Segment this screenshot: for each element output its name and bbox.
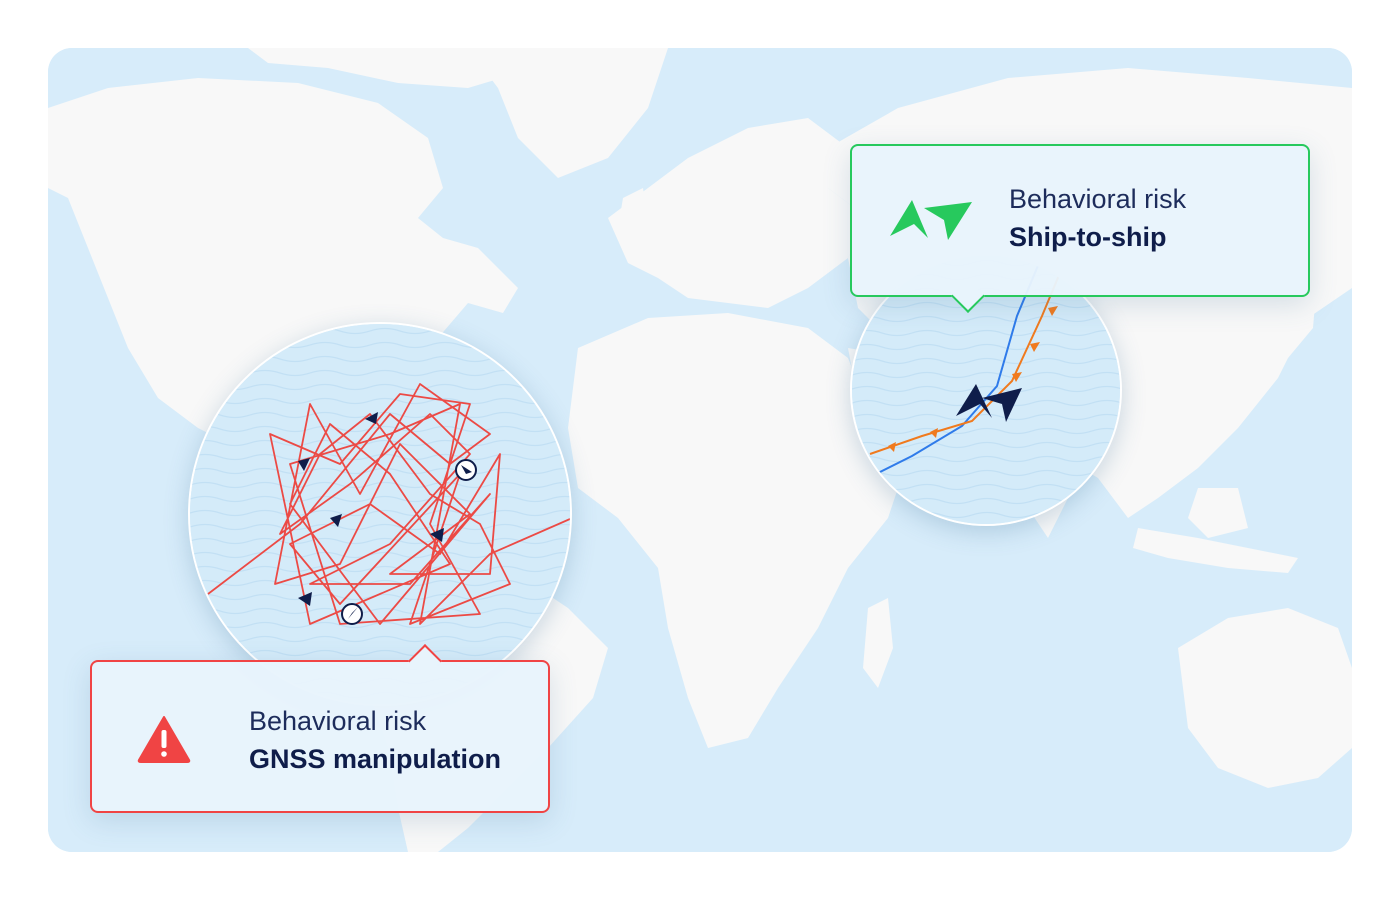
callout-title: Ship-to-ship	[1009, 222, 1167, 252]
land-arctic-islands	[248, 48, 518, 88]
land-australia	[1178, 608, 1352, 788]
vessel-b-direction-arrows	[888, 306, 1058, 452]
vessel-a-icon	[956, 384, 992, 418]
direction-arrow-icon	[930, 428, 938, 438]
direction-arrow-icon	[1048, 306, 1058, 316]
direction-arrow-icon	[1030, 342, 1040, 352]
land-madagascar	[863, 598, 893, 688]
direction-arrow-icon	[330, 514, 342, 527]
land-greenland	[468, 48, 668, 178]
direction-arrow-icon	[365, 412, 378, 424]
vessel-b-icon	[982, 388, 1022, 422]
callout-category: Behavioral risk	[1009, 184, 1187, 214]
direction-arrow-icon	[430, 528, 444, 542]
vessel-a-track	[861, 256, 1043, 482]
land-europe	[608, 118, 868, 308]
gnss-manipulation-zoom-lens[interactable]	[188, 322, 572, 706]
land-africa	[568, 313, 908, 748]
gnss-direction-arrows	[298, 412, 444, 606]
land-uk	[618, 188, 648, 243]
direction-arrow-icon	[1012, 372, 1022, 382]
callout-title: GNSS manipulation	[249, 744, 502, 774]
sts-vessel-pair	[956, 384, 1022, 422]
land-indonesia	[1133, 528, 1298, 573]
gnss-track-plot	[190, 324, 570, 704]
land-borneo	[1188, 488, 1248, 538]
gnss-erratic-track	[207, 383, 570, 625]
direction-arrow-icon	[888, 442, 896, 452]
ship-to-ship-zoom-lens[interactable]	[850, 254, 1122, 526]
sts-track-plot	[852, 256, 1120, 524]
direction-arrow-icon	[298, 592, 312, 606]
direction-arrow-icon	[298, 458, 310, 471]
ship-to-ship-icon	[886, 194, 976, 249]
ship-to-ship-callout[interactable]: Behavioral risk Ship-to-ship	[850, 144, 1310, 313]
callout-category: Behavioral risk	[249, 706, 427, 736]
gnss-manipulation-callout[interactable]: Behavioral risk GNSS manipulation	[90, 644, 550, 813]
gnss-vessel-markers	[341, 459, 477, 625]
warning-triangle-icon	[136, 714, 192, 769]
